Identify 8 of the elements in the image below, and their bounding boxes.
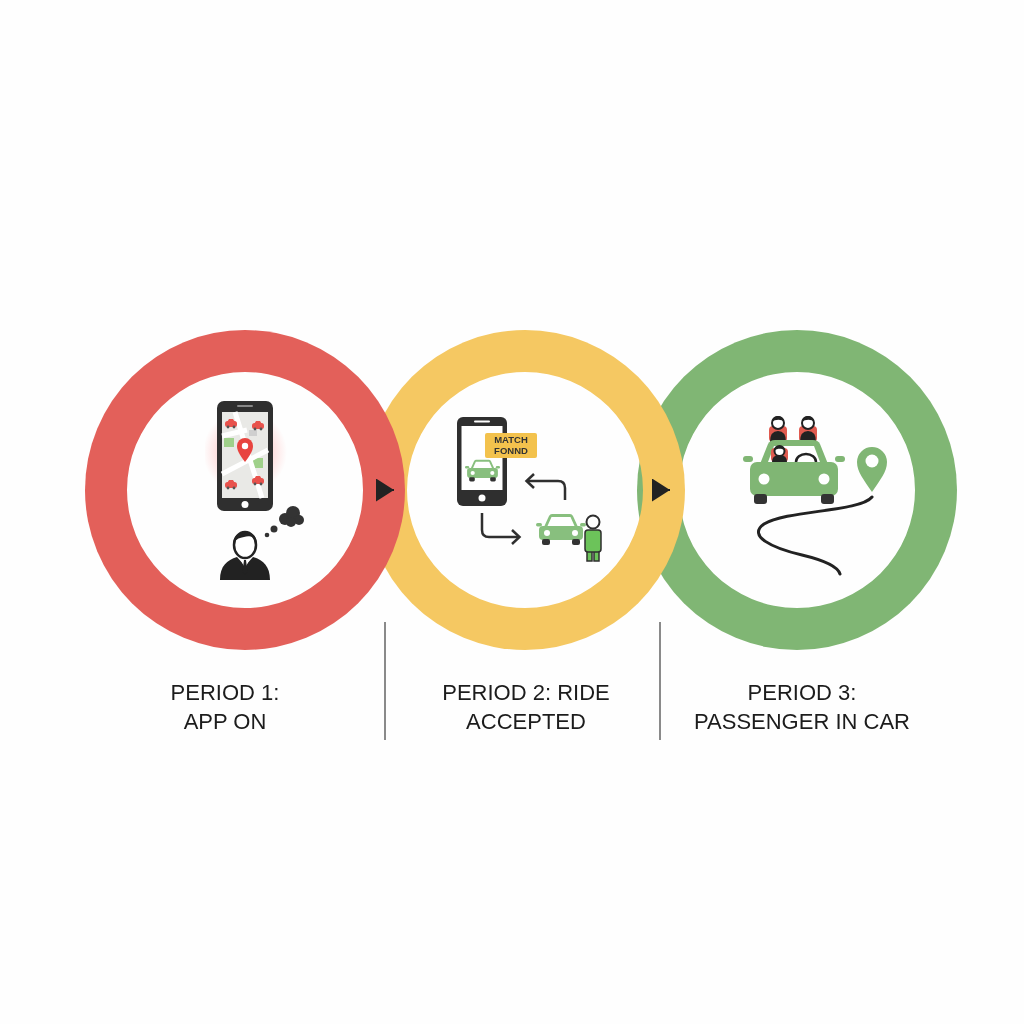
stage-caption: PERIOD 1: APP ON <box>169 679 281 736</box>
ring <box>637 330 957 650</box>
arrow <box>651 478 671 502</box>
stage-caption: PERIOD 2: RIDE ACCEPTED <box>441 679 611 736</box>
stage-caption: PERIOD 3: PASSENGER IN CAR <box>693 679 911 736</box>
arrow <box>375 478 395 502</box>
ring <box>85 330 405 650</box>
notification-tag: MATCH FONND <box>485 433 537 458</box>
